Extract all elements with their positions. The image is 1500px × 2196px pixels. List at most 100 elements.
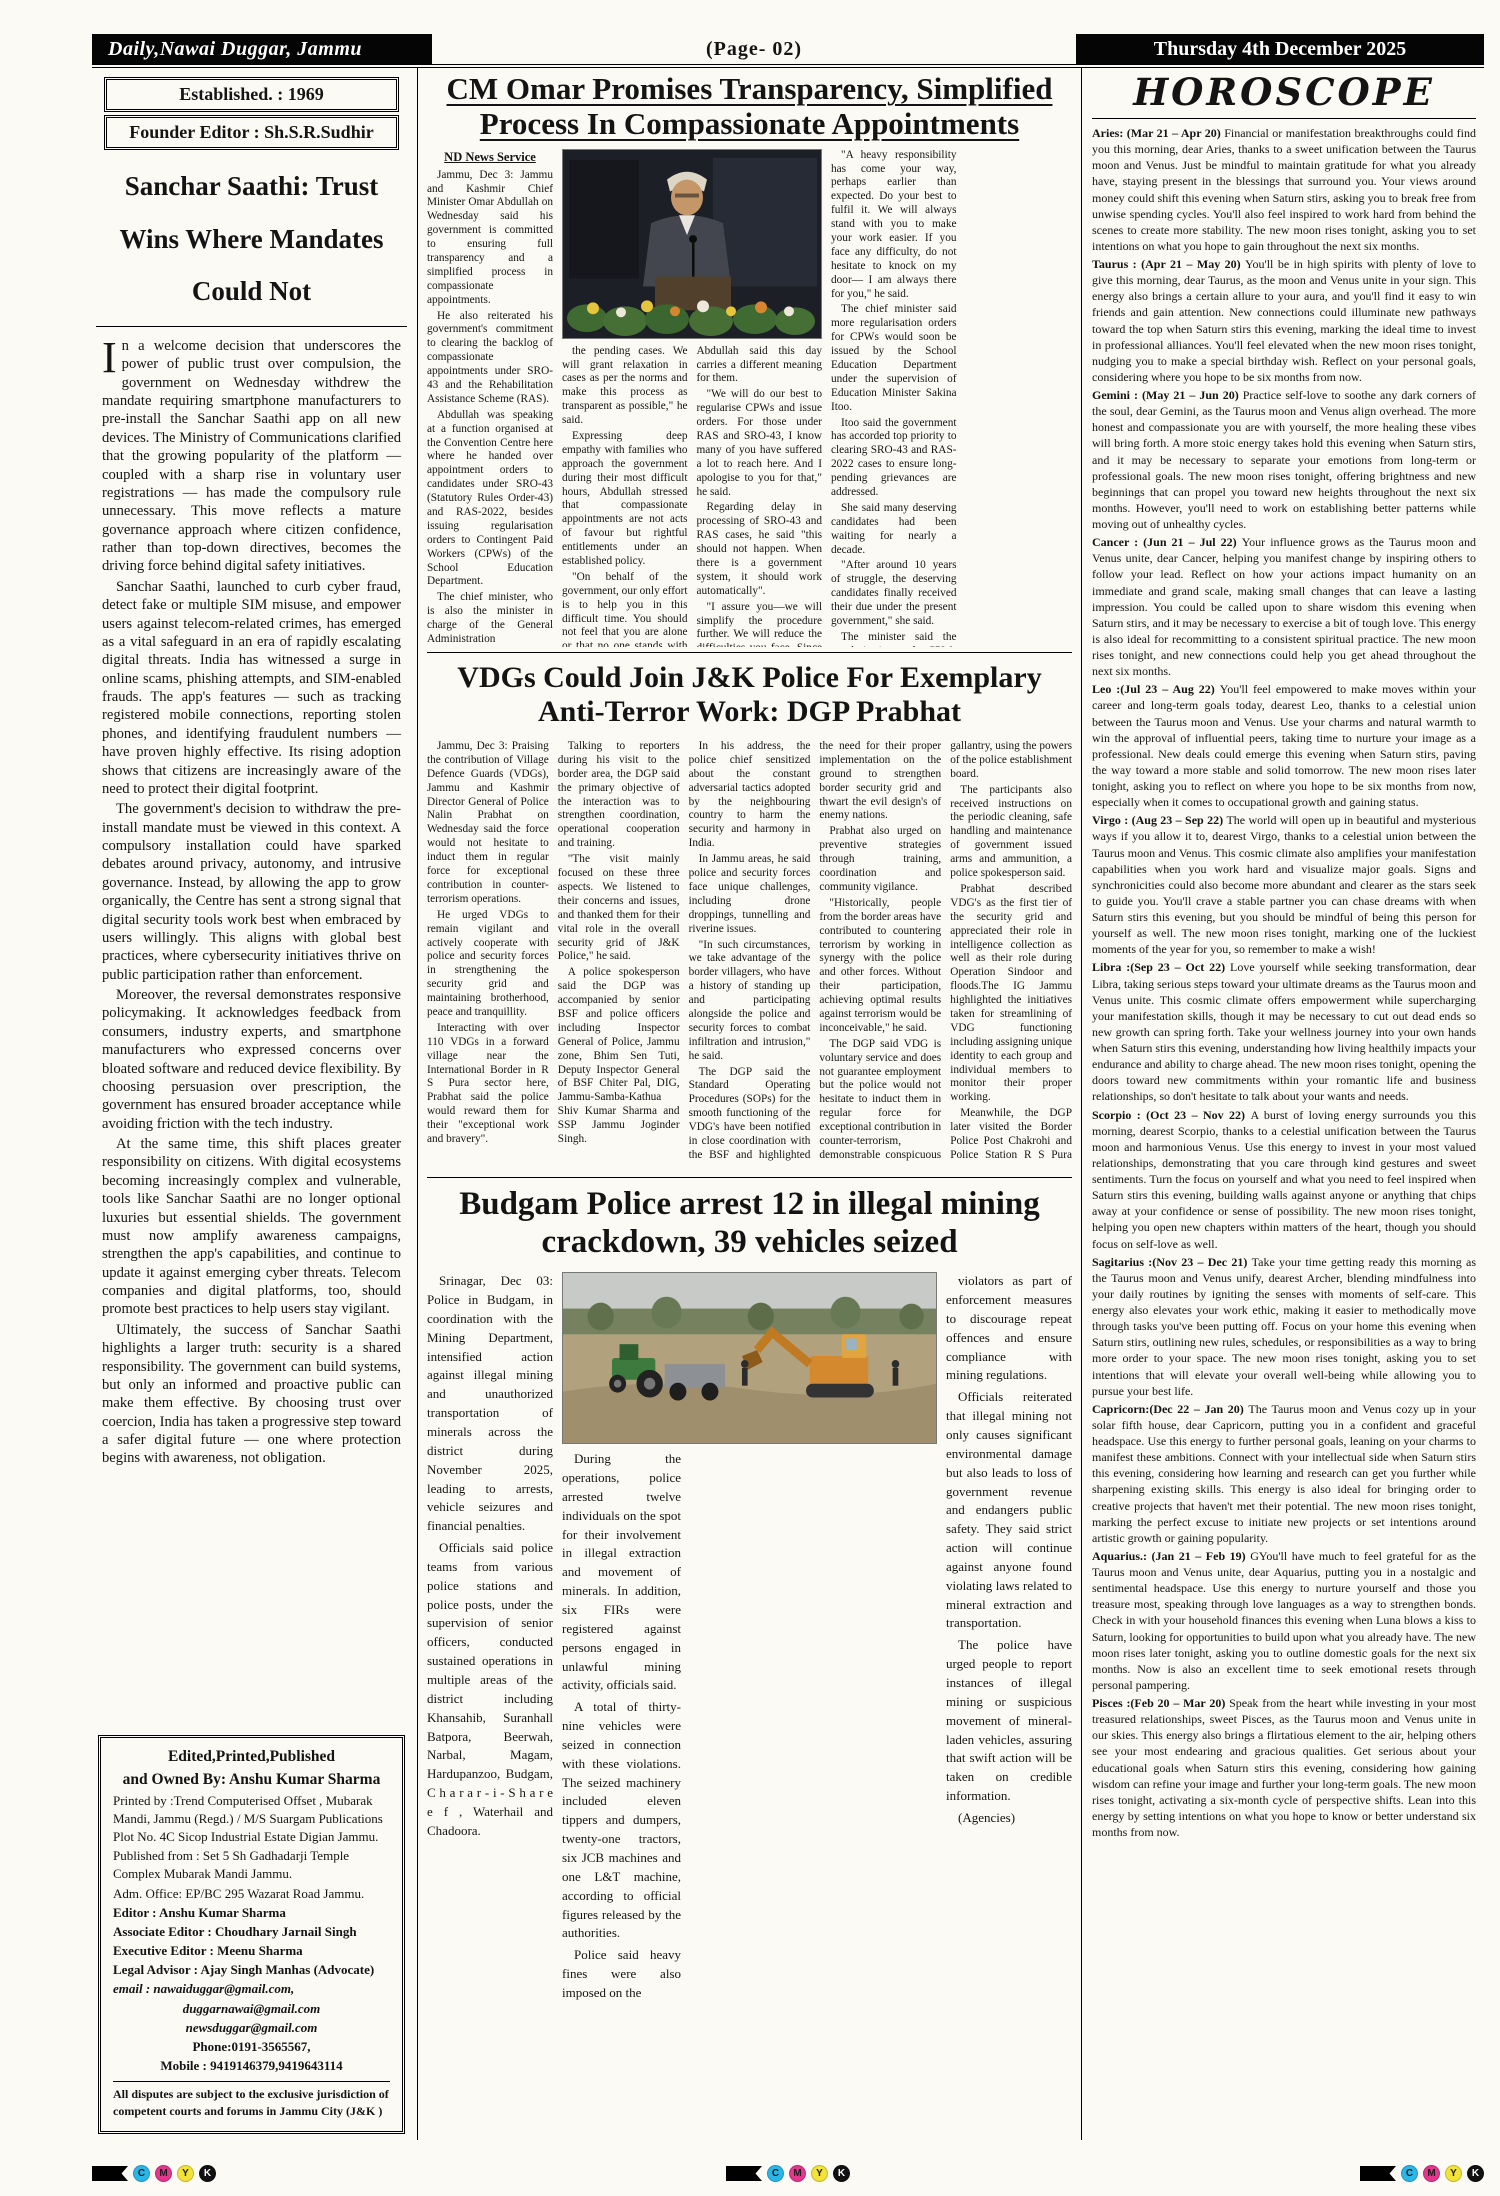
article-text: Jammu, Dec 3: Jammu and Kashmir Chief Mi…: [427, 169, 553, 647]
paragraph: The DGP said VDG is voluntary service an…: [819, 740, 1072, 1161]
imprint-line: Associate Editor : Choudhary Jarnail Sin…: [113, 1923, 357, 1939]
established-box: Established. : 1969: [104, 77, 399, 112]
horoscope-entry: Cancer : (Jun 21 – Jul 22) Your influenc…: [1092, 535, 1476, 679]
paragraph: the pending cases. We will grant relaxat…: [562, 344, 688, 427]
cmyk-registration-mark: C M Y K: [726, 2165, 850, 2182]
cmyk-registration-mark: C M Y K: [92, 2165, 216, 2182]
imprint-line: Editor : Anshu Kumar Sharma: [113, 1904, 286, 1920]
paragraph: At the same time, this shift places grea…: [102, 1136, 401, 1318]
paragraph: "In such circumstances, we take advantag…: [688, 938, 811, 1062]
yellow-mark: Y: [811, 2165, 828, 2182]
yellow-mark: Y: [177, 2165, 194, 2182]
paragraph: Jammu, Dec 3: Praising the contribution …: [427, 740, 549, 905]
cyan-mark: C: [767, 2165, 784, 2182]
paragraph: Srinagar, Dec 03: Police in Budgam, in c…: [427, 1273, 553, 1534]
paragraph: "On behalf of the government, our only e…: [562, 570, 688, 647]
middle-column: CM Omar Promises Transparency, Simplifie…: [418, 68, 1082, 2140]
zodiac-sign-label: Pisces :(Feb 20 – Mar 20): [1092, 1696, 1230, 1710]
black-mark: K: [199, 2165, 216, 2182]
main-grid: Established. : 1969 Founder Editor : Sh.…: [92, 68, 1484, 2140]
founder-editor-box: Founder Editor : Sh.S.R.Sudhir: [104, 115, 399, 150]
editorial-headline: Sanchar Saathi: Trust Wins Where Mandate…: [96, 150, 407, 327]
zodiac-sign-label: Aries: (Mar 21 – Apr 20): [1092, 126, 1225, 140]
imprint-line: duggarnawai@gmail.com: [182, 2000, 321, 2016]
black-mark: K: [1467, 2165, 1484, 2182]
paragraph: In a welcome decision that underscores t…: [102, 332, 401, 575]
article-headline: Budgam Police arrest 12 in illegal minin…: [427, 1177, 1072, 1270]
paragraph: (Agencies): [958, 1809, 1016, 1825]
paragraph: In his address, the police chief sensiti…: [688, 740, 811, 850]
article-body: Srinagar, Dec 03: Police in Budgam, in c…: [427, 1272, 1072, 2140]
yellow-mark: Y: [1445, 2165, 1462, 2182]
paragraph: The chief minister said more regularisat…: [831, 303, 957, 413]
paragraph: "A heavy responsibility has come your wa…: [831, 148, 957, 300]
zodiac-sign-label: Cancer : (Jun 21 – Jul 22): [1092, 535, 1242, 550]
article-headline: VDGs Could Join J&K Police For Exemplary…: [427, 651, 1072, 738]
horoscope-entry: Virgo : (Aug 23 – Sep 22) The world will…: [1092, 813, 1476, 957]
masthead: Daily,Nawai Duggar, Jammu (Page- 02) Thu…: [92, 34, 1484, 68]
horoscope-title: HOROSCOPE: [1092, 70, 1476, 119]
imprint-line: and Owned By: Anshu Kumar Sharma: [122, 1770, 381, 1788]
imprint-line: Printed by :Trend Computerised Offset , …: [113, 1792, 383, 1844]
article-body: ND News Service Jammu, Dec 3: Jammu and …: [427, 148, 1072, 647]
paragraph: Speaking about the long-pending cases of…: [696, 344, 823, 385]
paragraph: Expressing deep empathy with families wh…: [562, 430, 688, 568]
paragraph: The government's decision to withdraw th…: [102, 801, 401, 983]
registration-flag-icon: [92, 2166, 128, 2181]
paragraph: The DGP said the Standard Operating Proc…: [688, 740, 942, 1161]
zodiac-sign-label: Sagitarius :(Nov 23 – Dec 21): [1092, 1254, 1252, 1269]
cyan-mark: C: [133, 2165, 150, 2182]
paragraph: The participants also received instructi…: [950, 783, 1072, 880]
zodiac-sign-label: Gemini : (May 21 – Jun 20): [1092, 388, 1243, 402]
imprint-line: Phone:0191-3565567,: [192, 2039, 311, 2055]
horoscope-entry: Capricorn:(Dec 22 – Jan 20) The Taurus m…: [1092, 1401, 1476, 1545]
horoscope-entry: Leo :(Jul 23 – Aug 22) You'll feel empow…: [1092, 682, 1476, 810]
horoscope-body: Aries: (Mar 21 – Apr 20) Financial or ma…: [1092, 119, 1476, 2136]
horoscope-section: HOROSCOPE Aries: (Mar 21 – Apr 20) Finan…: [1082, 68, 1484, 2140]
article-column-group: "A heavy responsibility has come your wa…: [831, 149, 1072, 647]
black-mark: K: [833, 2165, 850, 2182]
zodiac-sign-label: Aquarius.: (Jan 21 – Feb 19): [1092, 1548, 1251, 1563]
paragraph: violators as part of enforcement measure…: [946, 1273, 1072, 1383]
page-content: Daily,Nawai Duggar, Jammu (Page- 02) Thu…: [92, 34, 1484, 2140]
horoscope-entry: Sagitarius :(Nov 23 – Dec 21) Take your …: [1092, 1254, 1476, 1398]
page-number: (Page- 02): [705, 37, 803, 60]
paragraph: During the operations, police arrested t…: [562, 1451, 681, 1693]
cyan-mark: C: [1401, 2165, 1418, 2182]
paragraph: Ultimately, the success of Sanchar Saath…: [102, 1321, 401, 1467]
imprint-line: Edited,Printed,Published: [167, 1748, 336, 1766]
article-column-group: During the operations, police arrested t…: [562, 1272, 937, 2140]
paragraph: Officials said police teams from various…: [427, 1540, 553, 1838]
paragraph: He urged VDGs to remain vigilant and act…: [427, 908, 549, 1018]
article-column: violators as part of enforcement measure…: [946, 1272, 1072, 2140]
paragraph: Regarding delay in processing of SRO-43 …: [696, 501, 823, 597]
paragraph: A police spokesperson said the DGP was a…: [557, 966, 680, 1145]
paragraph: In Jammu areas, he said police and secur…: [688, 853, 811, 935]
horoscope-entry: Scorpio : (Oct 23 – Nov 22) A burst of l…: [1092, 1107, 1476, 1251]
imprint-line: newsduggar@gmail.com: [185, 2019, 318, 2035]
paragraph: Officials reiterated that illegal mining…: [946, 1389, 1072, 1631]
registration-marks-row: C M Y K C M Y K C M Y K: [92, 2165, 1484, 2182]
paragraph: Abdullah was speaking at a function orga…: [427, 408, 553, 588]
article-text: During the operations, police arrested t…: [562, 1450, 937, 2140]
article-body: Jammu, Dec 3: Praising the contribution …: [427, 740, 1072, 1172]
imprint-line: Mobile : 9419146379,9419643114: [160, 2058, 343, 2074]
imprint-line: Published from : Set 5 Sh Gadhadarji Tem…: [113, 1848, 350, 1882]
paragraph: Itoo said the government has accorded to…: [831, 416, 957, 499]
article-vdg-dgp: VDGs Could Join J&K Police For Exemplary…: [427, 647, 1072, 1172]
paragraph: The chief minister, who is also the mini…: [427, 591, 553, 646]
article-column: ND News Service Jammu, Dec 3: Jammu and …: [427, 149, 553, 647]
zodiac-sign-label: Capricorn:(Dec 22 – Jan 20): [1092, 1401, 1249, 1416]
horoscope-entry: Taurus : (Apr 21 – May 20) You'll be in …: [1092, 257, 1476, 384]
zodiac-sign-label: Virgo : (Aug 23 – Sep 22): [1092, 813, 1227, 828]
paragraph: He also reiterated his government's comm…: [427, 309, 553, 405]
article-column: Srinagar, Dec 03: Police in Budgam, in c…: [427, 1272, 553, 2140]
imprint-line: email : nawaiduggar@gmail.com,: [113, 1981, 295, 1997]
paragraph: Moreover, the reversal demonstrates resp…: [102, 987, 401, 1132]
byline: ND News Service: [444, 149, 536, 164]
newspaper-title: Daily,Nawai Duggar, Jammu: [92, 34, 432, 64]
paragraph: She said many deserving candidates had b…: [831, 501, 957, 556]
paragraph: "We will do our best to regularise CPWs …: [696, 388, 823, 498]
horoscope-entry: Pisces :(Feb 20 – Mar 20) Speak from the…: [1092, 1696, 1476, 1839]
imprint-line: Executive Editor : Meenu Sharma: [113, 1943, 303, 1959]
